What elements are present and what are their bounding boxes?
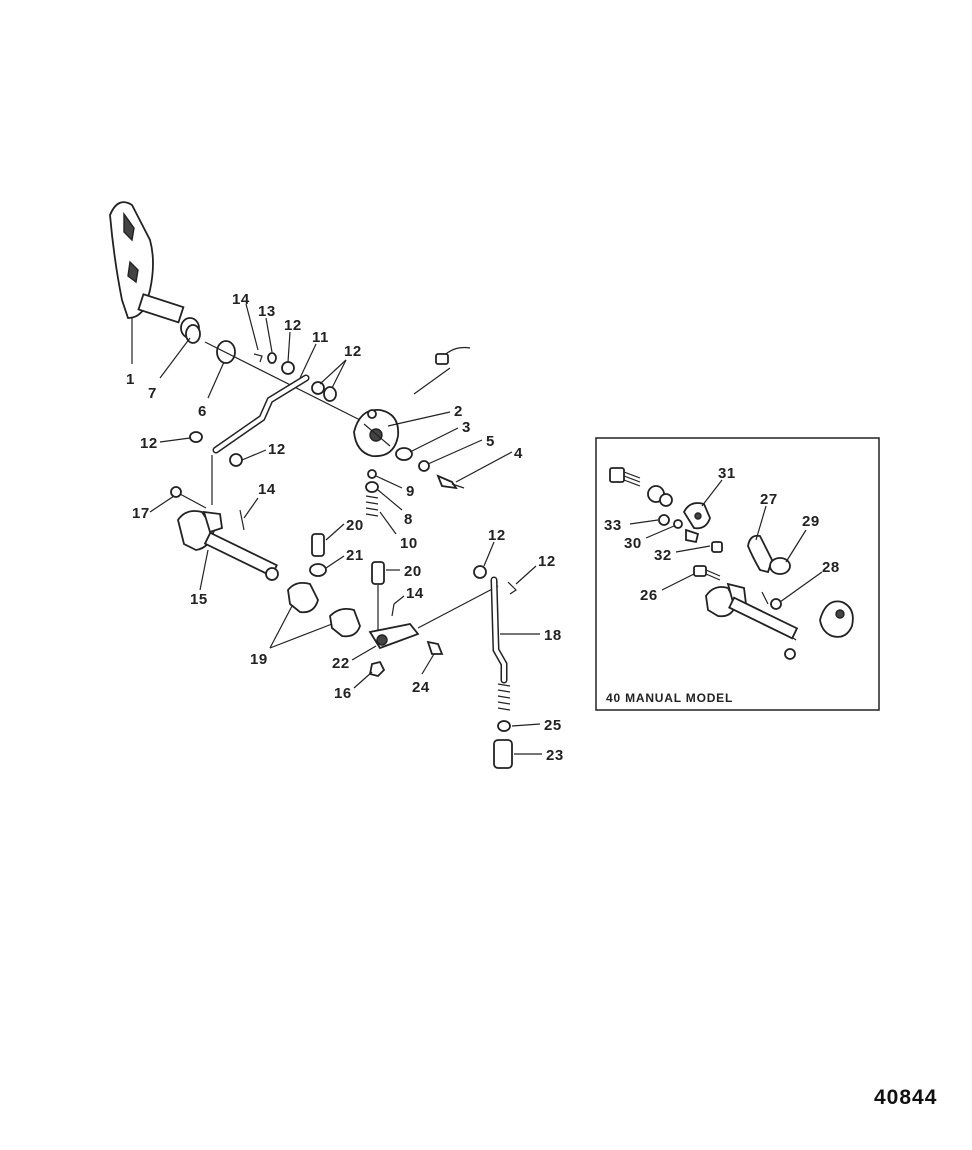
inset-title: 40 MANUAL MODEL	[606, 691, 733, 705]
callout-18: 18	[544, 627, 562, 644]
inset-callout-27: 27	[760, 491, 778, 508]
inset-callout-33: 33	[604, 517, 622, 534]
callout-6: 6	[198, 403, 207, 420]
callout-16: 16	[334, 685, 352, 702]
callout-24: 24	[412, 679, 430, 696]
callouts: 1 7 6 14 13 12 11 12 2 3 5 4 12 12 9 8	[126, 291, 564, 764]
inset-callout-28: 28	[822, 559, 840, 576]
cam-plate-part-2	[353, 409, 400, 458]
callout-12-top: 12	[284, 317, 302, 334]
callout-20-right: 20	[404, 563, 422, 580]
callout-8: 8	[404, 511, 413, 528]
inset-callout-26: 26	[640, 587, 658, 604]
inset-callout-30: 30	[624, 535, 642, 552]
callout-20-left: 20	[346, 517, 364, 534]
inset-40-manual-model: 31 27 29 33 30 32 28 26 40 MANUAL MODEL	[595, 437, 880, 711]
callout-19: 19	[250, 651, 268, 668]
callout-12-mid: 12	[268, 441, 286, 458]
callout-12-link-top: 12	[488, 527, 506, 544]
callout-3: 3	[462, 419, 471, 436]
bracket-part-19	[287, 581, 420, 650]
callout-12-upper-right: 12	[344, 343, 362, 360]
callout-25: 25	[544, 717, 562, 734]
callout-10: 10	[400, 535, 418, 552]
callout-9: 9	[406, 483, 415, 500]
callout-17: 17	[132, 505, 150, 522]
callout-14-left: 14	[258, 481, 276, 498]
callout-23: 23	[546, 747, 564, 764]
callout-4: 4	[514, 445, 523, 462]
callout-1: 1	[126, 371, 135, 388]
control-link-part-18	[490, 576, 511, 711]
callout-2: 2	[454, 403, 463, 420]
callout-13: 13	[258, 303, 276, 320]
callout-11: 11	[312, 329, 329, 346]
callout-7: 7	[148, 385, 157, 402]
figure-number: 40844	[874, 1086, 937, 1109]
callout-12-left: 12	[140, 435, 158, 452]
inset-callout-31: 31	[718, 465, 736, 482]
callout-22: 22	[332, 655, 350, 672]
inset-callout-29: 29	[802, 513, 820, 530]
callout-14-top: 14	[232, 291, 250, 308]
callout-14-bracket: 14	[406, 585, 424, 602]
callout-15: 15	[190, 591, 208, 608]
throttle-handle	[109, 201, 200, 339]
callout-12-link-right: 12	[538, 553, 556, 570]
inset-callout-32: 32	[654, 547, 672, 564]
callout-5: 5	[486, 433, 495, 450]
link-rod-part-11	[212, 374, 310, 454]
callout-21: 21	[346, 547, 364, 564]
throttle-arm-part-15	[177, 510, 279, 581]
